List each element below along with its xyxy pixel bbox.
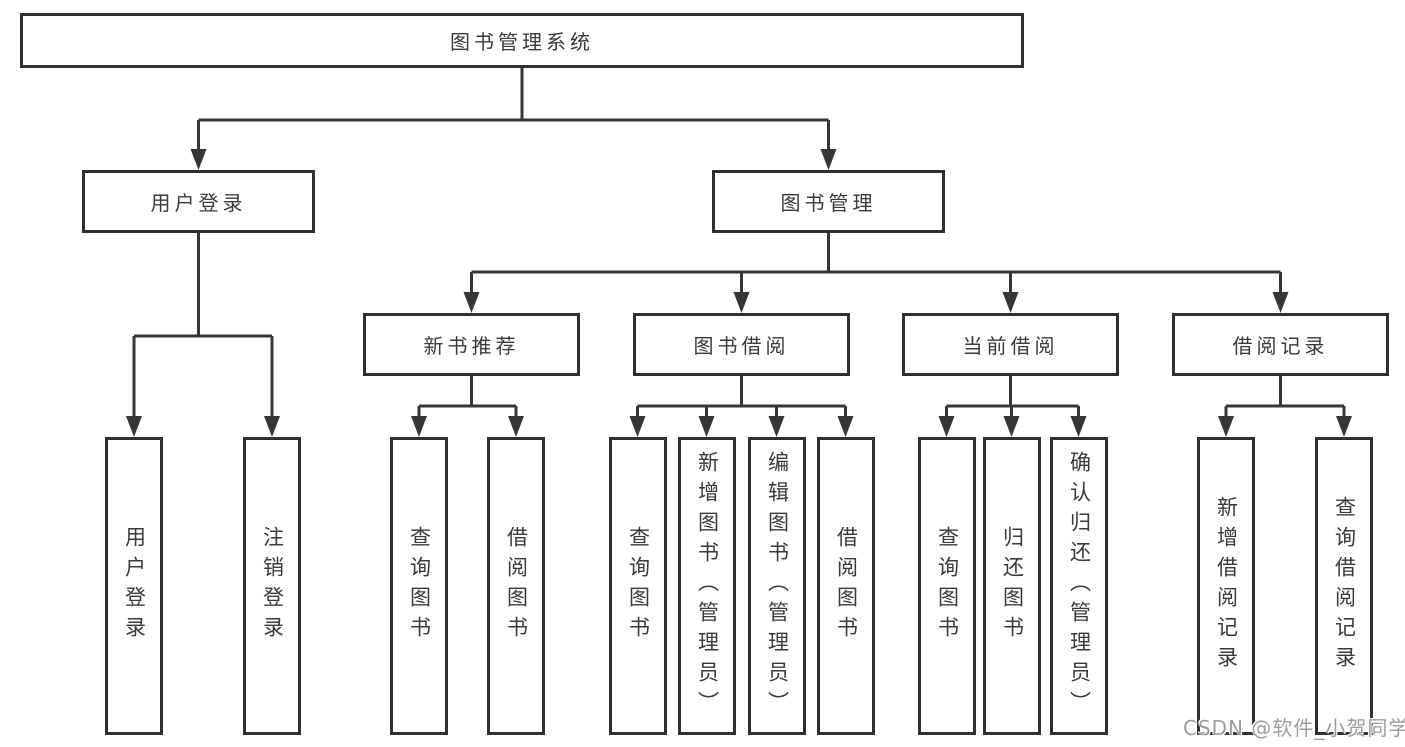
leaf-query-books-borrowing: 查询图书 xyxy=(609,437,667,735)
leaf-label: 用户登录 xyxy=(122,526,147,646)
leaf-label: 归还图书 xyxy=(1000,526,1025,646)
leaf-label: 注销登录 xyxy=(260,526,285,646)
node-label: 新书推荐 xyxy=(423,334,520,358)
leaf-query-books-current: 查询图书 xyxy=(918,437,976,735)
leaf-label: 借阅图书 xyxy=(834,526,859,646)
arrowhead-icon xyxy=(463,292,480,313)
leaf-label: 查询图书 xyxy=(407,526,432,646)
leaf-label: 确认归还（管理员） xyxy=(1067,451,1092,721)
leaf-confirm-return-admin: 确认归还（管理员） xyxy=(1050,437,1108,735)
node-label: 用户登录 xyxy=(150,191,247,215)
arrowhead-icon xyxy=(1070,416,1087,437)
arrowhead-icon xyxy=(1272,292,1289,313)
connector-userlogin-to-leaves xyxy=(132,233,274,417)
node-label: 当前借阅 xyxy=(962,334,1059,358)
node-borrowing-records: 借阅记录 xyxy=(1172,313,1389,376)
leaf-return-books: 归还图书 xyxy=(983,437,1041,735)
leaf-borrow-books-recommend: 借阅图书 xyxy=(487,437,545,735)
leaf-query-borrow-record: 查询借阅记录 xyxy=(1315,437,1373,735)
connector-borrowrecord-to-leaves xyxy=(1224,376,1346,417)
node-label: 借阅记录 xyxy=(1232,334,1329,358)
node-new-book-recommend: 新书推荐 xyxy=(363,313,580,376)
arrowhead-icon xyxy=(1002,292,1019,313)
arrowhead-icon xyxy=(411,416,427,437)
leaf-add-books-admin: 新增图书（管理员） xyxy=(678,437,736,735)
node-label: 图书管理 xyxy=(780,191,877,215)
arrowhead-icon xyxy=(820,149,837,170)
leaf-query-books-recommend: 查询图书 xyxy=(390,437,448,735)
leaf-user-login: 用户登录 xyxy=(105,437,163,735)
leaf-add-borrow-record: 新增借阅记录 xyxy=(1197,437,1255,735)
leaf-label: 新增借阅记录 xyxy=(1214,496,1239,676)
connector-currentborrow-to-leaves xyxy=(945,376,1080,417)
node-book-management: 图书管理 xyxy=(712,170,945,233)
leaf-label: 借阅图书 xyxy=(504,526,529,646)
node-label: 图书借阅 xyxy=(693,334,790,358)
arrowhead-icon xyxy=(733,292,750,313)
arrowhead-icon xyxy=(938,416,955,437)
arrowhead-icon xyxy=(190,149,207,170)
arrowhead-icon xyxy=(1218,416,1234,437)
leaf-label: 查询图书 xyxy=(626,526,651,646)
connector-bookborrow-to-leaves xyxy=(636,376,847,417)
arrowhead-icon xyxy=(629,416,646,437)
arrowhead-icon xyxy=(1003,416,1020,437)
arrowhead-icon xyxy=(698,416,715,437)
connector-root-to-level2 xyxy=(197,68,830,150)
arrowhead-icon xyxy=(768,416,785,437)
arrowhead-icon xyxy=(1336,416,1352,437)
connector-bookmgmt-to-level3 xyxy=(470,233,1282,293)
connector-newbookrec-to-leaves xyxy=(417,376,518,417)
arrowhead-icon xyxy=(837,416,854,437)
arrowhead-icon xyxy=(264,416,280,437)
leaf-edit-books-admin: 编辑图书（管理员） xyxy=(748,437,806,735)
leaf-label: 编辑图书（管理员） xyxy=(765,451,790,721)
leaf-logout: 注销登录 xyxy=(243,437,301,735)
node-book-borrowing: 图书借阅 xyxy=(633,313,850,376)
arrowhead-icon xyxy=(508,416,524,437)
watermark: CSDN @软件_小贺同学 xyxy=(1183,716,1405,740)
node-label: 图书管理系统 xyxy=(450,30,594,54)
node-library-management-system: 图书管理系统 xyxy=(20,13,1024,68)
node-current-borrowing: 当前借阅 xyxy=(902,313,1119,376)
leaf-label: 查询图书 xyxy=(935,526,960,646)
leaf-borrow-books: 借阅图书 xyxy=(817,437,875,735)
node-user-login: 用户登录 xyxy=(82,170,315,233)
arrowhead-icon xyxy=(126,416,142,437)
leaf-label: 查询借阅记录 xyxy=(1332,496,1357,676)
leaf-label: 新增图书（管理员） xyxy=(695,451,720,721)
